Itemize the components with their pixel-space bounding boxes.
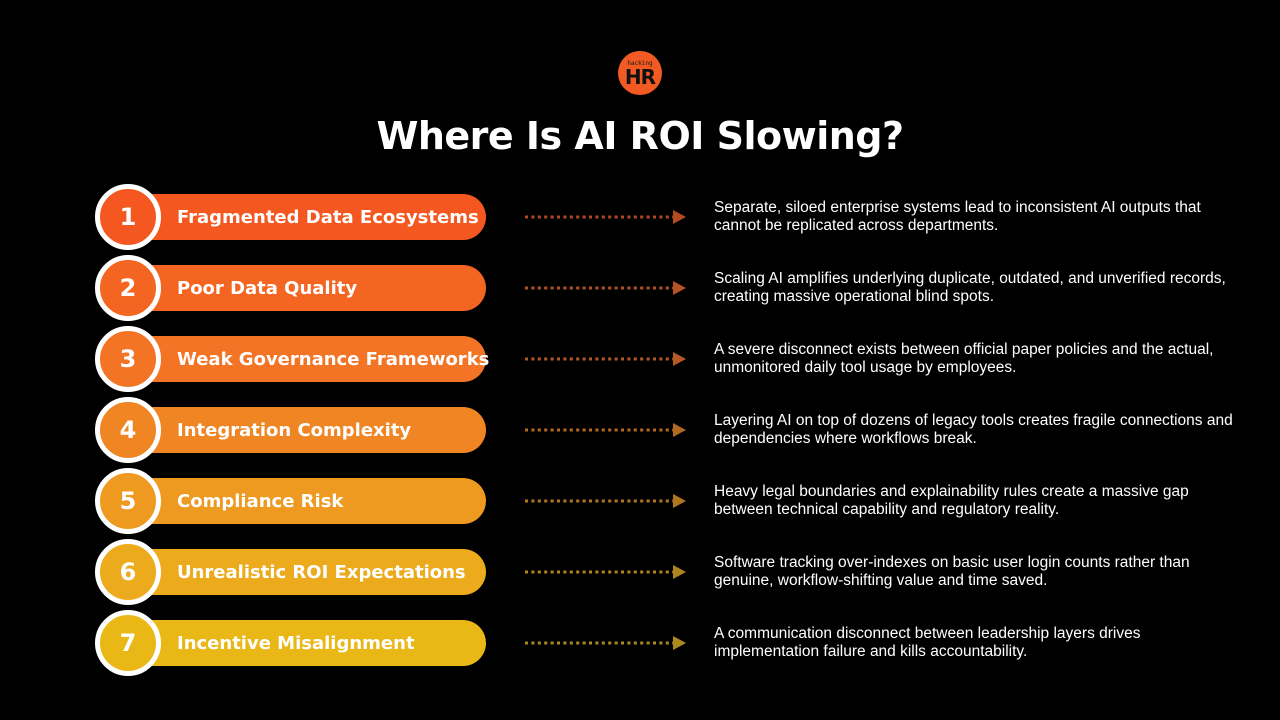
issue-row: Incentive Misalignment 7 A communication… [0, 608, 1280, 678]
issue-description: Software tracking over-indexes on basic … [714, 554, 1190, 589]
issue-number: 1 [119, 203, 137, 231]
issue-number-badge: 2 [95, 255, 161, 321]
issue-row: Integration Complexity 4 Layering AI on … [0, 395, 1280, 465]
issue-pill: Poor Data Quality [128, 265, 486, 311]
issue-row: Weak Governance Frameworks 3 A severe di… [0, 324, 1280, 394]
issue-number-badge: 1 [95, 184, 161, 250]
issue-label: Poor Data Quality [177, 277, 358, 299]
issue-description: Heavy legal boundaries and explainabilit… [714, 483, 1189, 518]
dotted-arrow-icon [525, 636, 686, 650]
dotted-arrow-icon [525, 210, 686, 224]
issue-number: 2 [119, 274, 137, 302]
issue-number-badge: 7 [95, 610, 161, 676]
logo-small-text: hacking [627, 60, 653, 67]
issue-description: Scaling AI amplifies underlying duplicat… [714, 270, 1226, 305]
issue-label: Unrealistic ROI Expectations [177, 561, 466, 583]
dotted-arrow-icon [525, 352, 686, 366]
issue-label: Compliance Risk [177, 490, 344, 512]
issue-number-badge: 4 [95, 397, 161, 463]
issue-pill: Weak Governance Frameworks [128, 336, 490, 382]
issue-number: 6 [119, 558, 137, 586]
issue-label: Integration Complexity [177, 419, 412, 441]
issue-number: 7 [119, 629, 137, 657]
issue-number: 5 [119, 487, 137, 515]
issue-pill: Integration Complexity [128, 407, 486, 453]
issue-row: Poor Data Quality 2 Scaling AI amplifies… [0, 253, 1280, 323]
issue-description: Separate, siloed enterprise systems lead… [714, 199, 1201, 234]
issue-label: Weak Governance Frameworks [177, 348, 490, 370]
issue-number: 4 [119, 416, 137, 444]
dotted-arrow-icon [525, 281, 686, 295]
issue-description: Layering AI on top of dozens of legacy t… [714, 412, 1233, 447]
page-title: Where Is AI ROI Slowing? [376, 114, 904, 158]
issue-row: Unrealistic ROI Expectations 6 Software … [0, 537, 1280, 607]
issue-row: Compliance Risk 5 Heavy legal boundaries… [0, 466, 1280, 536]
issue-description: A communication disconnect between leade… [714, 625, 1141, 660]
dotted-arrow-icon [525, 565, 686, 579]
issue-number: 3 [119, 345, 137, 373]
issue-pill: Compliance Risk [128, 478, 486, 524]
logo-big-text: HR [624, 65, 656, 89]
issue-pill: Unrealistic ROI Expectations [128, 549, 486, 595]
issue-label: Incentive Misalignment [177, 632, 415, 654]
issue-pill: Fragmented Data Ecosystems [128, 194, 486, 240]
issue-pill: Incentive Misalignment [128, 620, 486, 666]
issue-number-badge: 5 [95, 468, 161, 534]
dotted-arrow-icon [525, 494, 686, 508]
issue-row: Fragmented Data Ecosystems 1 Separate, s… [0, 182, 1280, 252]
issue-number-badge: 3 [95, 326, 161, 392]
issue-description: A severe disconnect exists between offic… [714, 341, 1214, 376]
issue-label: Fragmented Data Ecosystems [177, 206, 479, 228]
hackinghr-logo: hacking HR [618, 51, 662, 95]
issue-number-badge: 6 [95, 539, 161, 605]
dotted-arrow-icon [525, 423, 686, 437]
